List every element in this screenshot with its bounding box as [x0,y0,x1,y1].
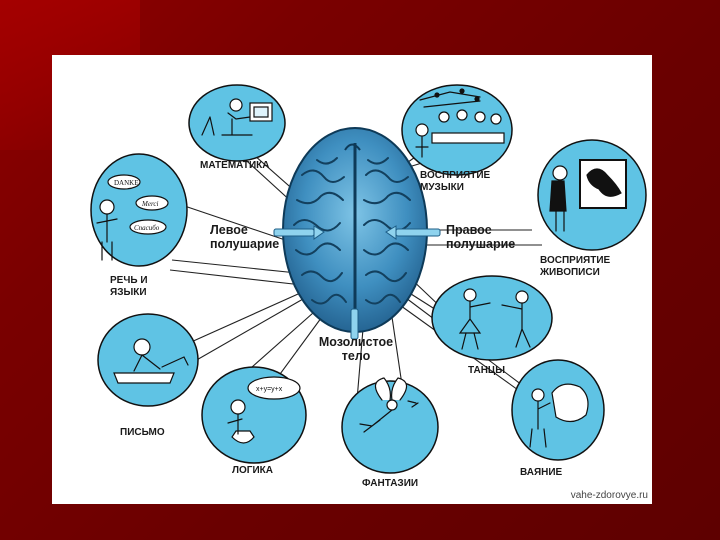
function-label-fantasy: ФАНТАЗИИ [362,478,418,490]
function-label-math: МАТЕМАТИКА [200,160,270,172]
logic-bubble-text: x+y=y+x [256,386,283,393]
function-label-painting: ВОСПРИЯТИЕ ЖИВОПИСИ [540,255,636,278]
source-credit: vahe-zdorovye.ru [571,490,648,501]
function-label-music: ВОСПРИЯТИЕ МУЗЫКИ [420,170,510,193]
function-label-sculpture: ВАЯНИЕ [520,467,562,479]
left-hemisphere-label: Левое полушарие [210,223,280,252]
speech-bubble-text-1: DANKE [114,179,139,187]
function-label-logic: ЛОГИКА [232,465,273,477]
speech-bubble-text-3: Спасибо [134,224,160,232]
function-label-speech: РЕЧЬ И ЯЗЫКИ [110,275,180,298]
function-label-writing: ПИСЬМО [120,427,165,439]
function-label-dance: ТАНЦЫ [468,365,505,377]
corpus-callosum-label: Мозолистое тело [310,335,402,364]
diagram-panel: DANKE Merci Спасибо x+y=y+x МАТЕМАТИКА В… [52,55,652,504]
right-hemisphere-label: Правое полушарие [446,223,528,252]
speech-bubble-text-2: Merci [141,200,159,208]
